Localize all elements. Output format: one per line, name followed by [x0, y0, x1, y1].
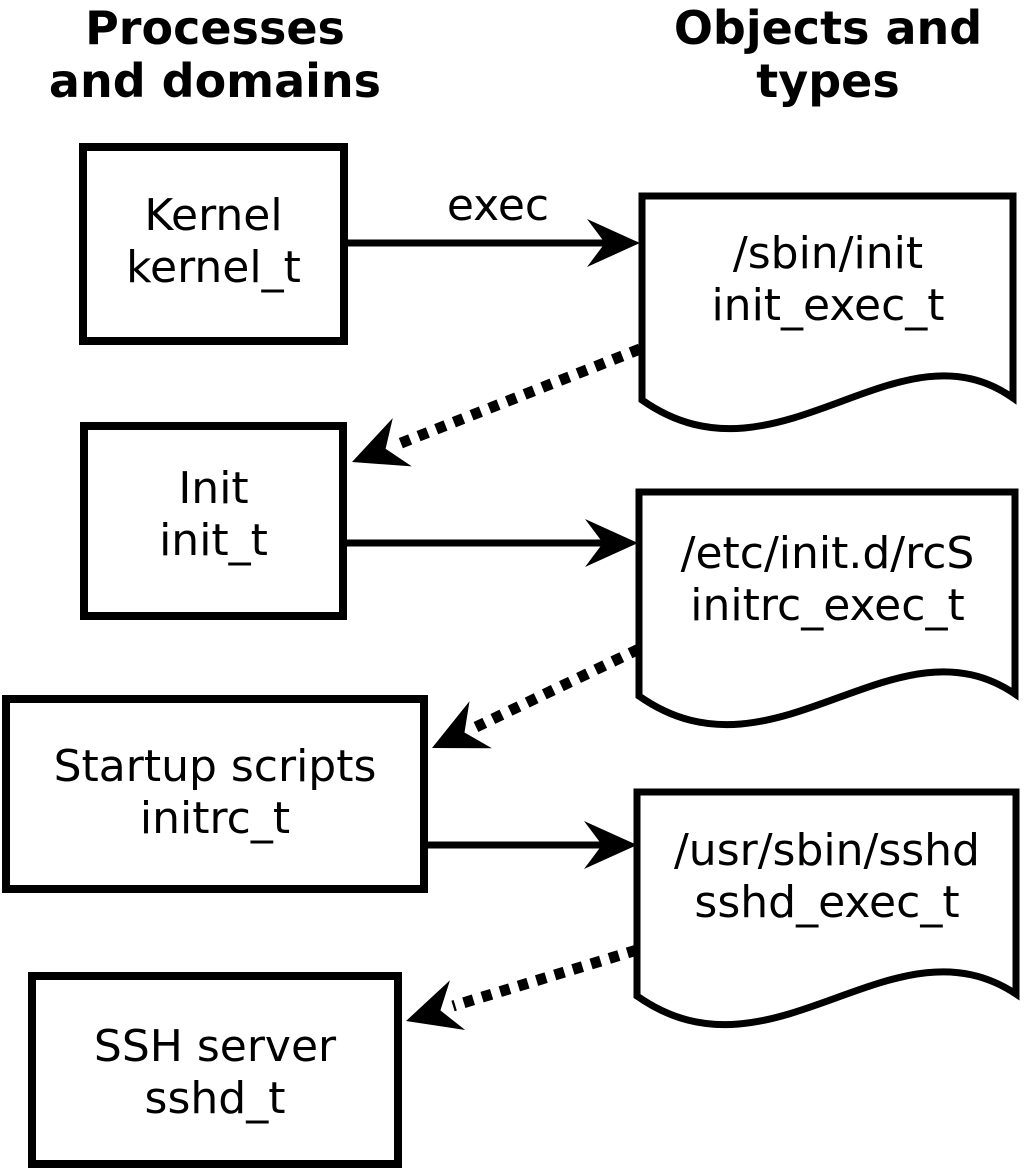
solid-arrowhead-init-to-rcs — [585, 519, 638, 567]
dotted-arrowhead-rcs-to-initrc — [432, 701, 492, 749]
column-heading-processes-and-domains: Processes and domains — [20, 2, 410, 108]
object-label-etc-initd-rcs: /etc/init.d/rcS initrc_exec_t — [639, 528, 1016, 632]
process-box-kernel — [79, 143, 348, 345]
dotted-arrowhead-sbin-init-to-init — [352, 418, 412, 467]
process-label-kernel: Kernel kernel_t — [79, 190, 348, 294]
process-name: Startup scripts — [53, 741, 377, 792]
process-box-startup-scripts — [2, 695, 428, 893]
process-label-init: Init init_t — [80, 463, 347, 567]
object-label-sbin-init: /sbin/init init_exec_t — [642, 228, 1014, 332]
column-heading-objects-and-types: Objects and types — [633, 2, 1023, 108]
process-name: SSH server — [93, 1021, 337, 1072]
object-label-usr-sbin-sshd: /usr/sbin/sshd sshd_exec_t — [637, 825, 1017, 929]
exec-edge-label: exec — [446, 180, 550, 231]
document-shape-usr-sbin-sshd — [633, 788, 1020, 1029]
solid-arrowhead-kernel-to-sbin-init — [587, 219, 640, 267]
object-type: init_exec_t — [711, 280, 945, 331]
object-type: sshd_exec_t — [694, 877, 960, 928]
process-label-startup-scripts: Startup scripts initrc_t — [2, 741, 428, 845]
process-domain: kernel_t — [126, 242, 301, 293]
object-type: initrc_exec_t — [690, 580, 965, 631]
process-domain: initrc_t — [139, 793, 291, 844]
object-path: /etc/init.d/rcS — [680, 528, 975, 579]
dotted-arrowhead-sshd-to-sshd-t — [406, 980, 466, 1030]
heading-right-line2: types — [756, 54, 900, 108]
document-shape-etc-initd-rcs — [635, 488, 1019, 729]
dotted-arrow-rcs-to-initrc-line — [473, 644, 642, 732]
solid-arrowhead-initrc-to-sshd — [584, 821, 637, 869]
process-domain: init_t — [159, 515, 268, 566]
dotted-arrow-sshd-to-sshd-t-line — [451, 944, 639, 1012]
heading-left-line2: and domains — [48, 54, 382, 108]
process-domain: sshd_t — [144, 1073, 286, 1124]
document-shape-sbin-init — [638, 192, 1017, 433]
process-label-ssh-server: SSH server sshd_t — [28, 1021, 402, 1125]
heading-right-line1: Objects and — [673, 1, 983, 55]
heading-left-line1: Processes — [85, 1, 345, 55]
process-box-init — [80, 422, 347, 620]
object-path: /usr/sbin/sshd — [673, 825, 980, 876]
process-name: Init — [178, 463, 249, 514]
object-path: /sbin/init — [732, 228, 924, 279]
dotted-arrow-sbin-init-to-init-line — [393, 343, 643, 451]
process-box-ssh-server — [28, 972, 402, 1168]
process-name: Kernel — [144, 190, 283, 241]
